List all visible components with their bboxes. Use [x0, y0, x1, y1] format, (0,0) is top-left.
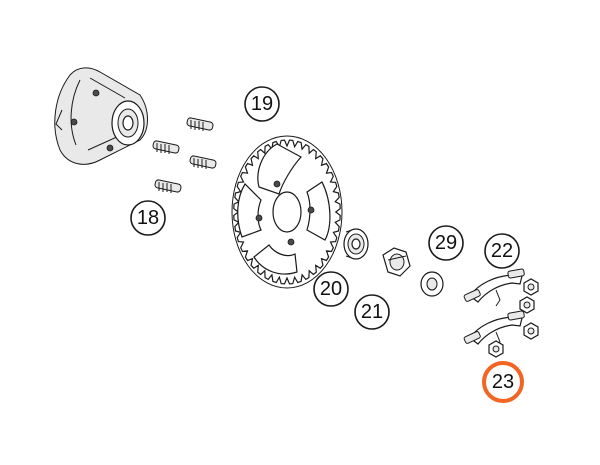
callout-22-label: 22 — [491, 240, 513, 262]
callout-19-label: 19 — [251, 93, 273, 115]
studs — [152, 117, 217, 193]
callout-18-label: 18 — [137, 207, 159, 229]
callout-20[interactable]: 20 — [313, 271, 349, 307]
sprocket — [231, 135, 343, 289]
nut-3 — [523, 322, 539, 340]
callout-19[interactable]: 19 — [244, 86, 280, 122]
callout-21-label: 21 — [361, 301, 383, 323]
chain-guide-bracket-upper — [463, 268, 525, 307]
callout-29-label: 29 — [435, 232, 457, 254]
nut-2 — [519, 296, 535, 314]
washer — [420, 271, 444, 297]
chain-guide-bracket-lower — [463, 310, 525, 349]
callout-18[interactable]: 18 — [130, 200, 166, 236]
callout-23[interactable]: 23 — [482, 361, 524, 403]
stud-1 — [186, 117, 214, 131]
nut-1 — [523, 278, 539, 296]
wheel-hub — [54, 67, 148, 165]
nuts — [488, 278, 539, 358]
callout-23-label: 23 — [492, 371, 514, 393]
callout-29[interactable]: 29 — [428, 225, 464, 261]
callout-21[interactable]: 21 — [354, 294, 390, 330]
bearing — [343, 228, 369, 260]
stud-2 — [152, 140, 180, 154]
stud-4 — [154, 179, 182, 193]
callout-22[interactable]: 22 — [484, 233, 520, 269]
callout-20-label: 20 — [320, 278, 342, 300]
callouts: 18 19 20 21 22 23 29 — [130, 86, 524, 403]
collar-nut — [382, 247, 411, 277]
stud-3 — [189, 155, 217, 169]
nut-4 — [488, 340, 504, 358]
